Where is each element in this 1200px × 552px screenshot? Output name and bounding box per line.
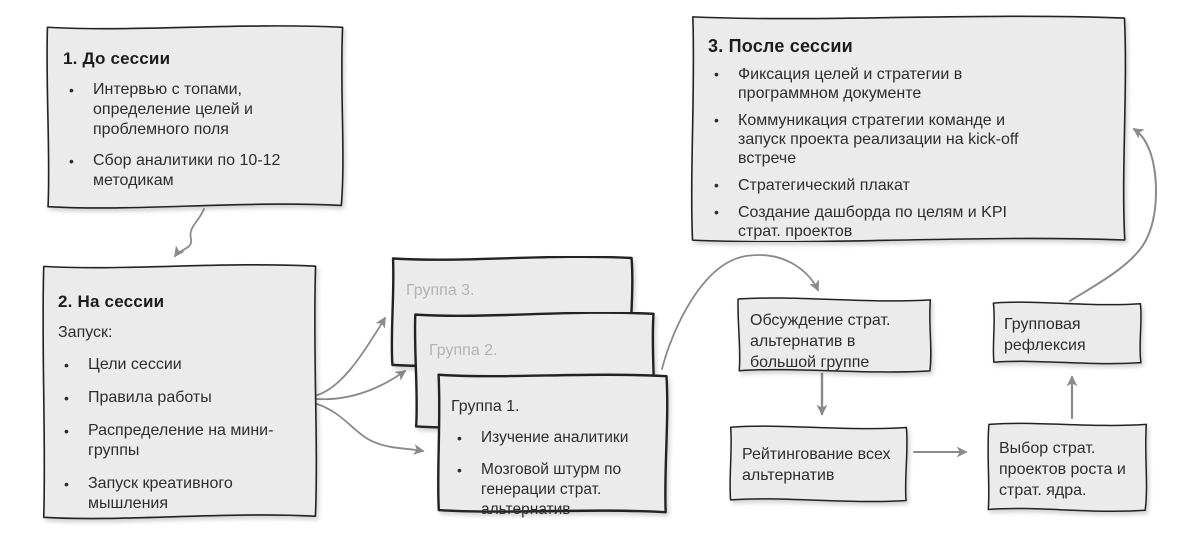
stage-during-intro: Запуск: bbox=[58, 324, 113, 341]
bullet-item: Сбор аналитики по 10-12 методикам bbox=[63, 151, 303, 191]
group-1-bullets: Изучение аналитикиМозговой штурм по гене… bbox=[451, 428, 659, 520]
group-2-label: Группа 2. bbox=[429, 342, 498, 359]
bullet-item: Цели сессии bbox=[58, 355, 274, 375]
bullet-item: Фиксация целей и стратегии в программном… bbox=[708, 65, 1041, 103]
bullet-item: Стратегический плакат bbox=[708, 176, 1041, 195]
arrow-during-to-group1 bbox=[313, 402, 425, 455]
stage-during-bullets: Цели сессииПравила работыРаспределение н… bbox=[58, 355, 304, 514]
stage-before-bullets: Интервью с топами, определение целей и п… bbox=[63, 80, 331, 191]
bullet-item: Коммуникация стратегии команде и запуск … bbox=[708, 111, 1041, 168]
step-reflection-text: Групповая рефлексия bbox=[1004, 316, 1086, 354]
step-discussion-text: Обсуждение страт. альтернатив в большой … bbox=[750, 312, 891, 371]
sketch-box-outline bbox=[729, 425, 908, 503]
stage-after-session-box: 3. После сессии Фиксация целей и стратег… bbox=[690, 14, 1127, 242]
arrow-during-to-group3 bbox=[313, 316, 386, 397]
group-3-label: Группа 3. bbox=[406, 282, 475, 299]
sketch-box-outline bbox=[737, 297, 932, 373]
step-rating-text: Рейтингование всех альтернатив bbox=[742, 446, 891, 484]
bullet-item: Правила работы bbox=[58, 388, 274, 408]
arrow-groups-to-discussion bbox=[661, 254, 819, 370]
stage-before-title: 1. До сессии bbox=[63, 49, 171, 68]
arrow-before-to-during bbox=[174, 208, 205, 258]
bullet-item: Создание дашборда по целям и KPI страт. … bbox=[708, 203, 1041, 241]
sketch-box-outline bbox=[992, 301, 1142, 365]
step-selection-box: Выбор страт. проектов роста и страт. ядр… bbox=[985, 421, 1149, 513]
bullet-item: Запуск креативного мышления bbox=[58, 474, 274, 514]
step-selection-text: Выбор страт. проектов роста и страт. ядр… bbox=[999, 440, 1126, 499]
step-rating-box: Рейтингование всех альтернатив bbox=[728, 424, 909, 503]
bullet-item: Изучение аналитики bbox=[451, 428, 653, 448]
stage-after-bullets: Фиксация целей и стратегии в программном… bbox=[708, 65, 1041, 241]
group-1-label: Группа 1. bbox=[451, 398, 520, 415]
bullet-item: Интервью с топами, определение целей и п… bbox=[63, 80, 303, 140]
arrow-reflection-to-after bbox=[1069, 128, 1157, 302]
sketch-box-outline bbox=[987, 422, 1148, 513]
step-discussion-box: Обсуждение страт. альтернатив в большой … bbox=[736, 296, 933, 373]
bullet-item: Распределение на мини-группы bbox=[58, 421, 274, 461]
bullet-item: Мозговой штурм по генерации страт. альте… bbox=[451, 460, 653, 520]
group-1-box: Группа 1. Изучение аналитикиМозговой шту… bbox=[435, 372, 669, 518]
stage-during-title: 2. На сессии bbox=[58, 292, 165, 311]
stage-during-session-box: 2. На сессии Запуск: Цели сессииПравила … bbox=[40, 264, 318, 520]
step-reflection-box: Групповая рефлексия bbox=[990, 300, 1143, 365]
stage-before-session-box: 1. До сессии Интервью с топами, определе… bbox=[45, 25, 345, 209]
stage-after-title: 3. После сессии bbox=[708, 36, 853, 56]
arrow-during-to-group2 bbox=[315, 370, 407, 401]
